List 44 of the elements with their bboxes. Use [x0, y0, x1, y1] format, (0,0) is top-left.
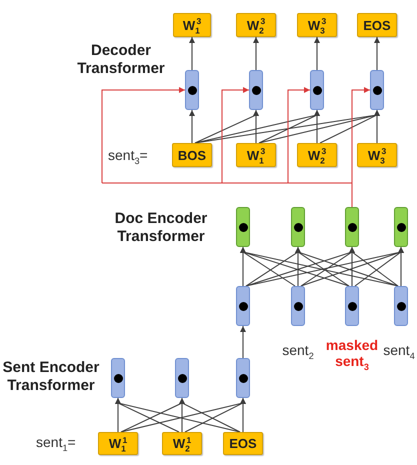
arrow — [374, 36, 380, 70]
arrow — [314, 110, 320, 144]
arrow — [398, 246, 404, 286]
arrow — [253, 110, 259, 144]
token-box: EOS — [357, 13, 397, 37]
embedding-vector — [249, 70, 263, 110]
embedding-vector — [394, 286, 408, 326]
embedding-vector — [111, 358, 125, 398]
sentence-label: sent$_{2}$ — [282, 342, 314, 359]
sentence-label: masked sent$_{3}$ — [324, 337, 380, 369]
arrow — [349, 246, 398, 286]
embedding-vector — [310, 70, 324, 110]
embedding-vector — [236, 207, 250, 247]
arrow — [240, 398, 246, 432]
embedding-vector — [236, 358, 250, 398]
arrow — [222, 87, 250, 184]
arrow — [189, 110, 195, 144]
arrow — [374, 110, 380, 144]
embedding-vector — [291, 207, 305, 247]
arrow — [314, 36, 320, 70]
embedding-vector — [291, 286, 305, 326]
embedding-vector — [394, 207, 408, 247]
connector-line — [102, 182, 352, 208]
arrow — [102, 87, 186, 184]
token-box: EOS — [223, 432, 263, 455]
embedding-vector — [175, 358, 189, 398]
layer-title: Decoder Transformer — [76, 42, 166, 78]
sequence-label: sent$_{3}$= — [108, 147, 148, 164]
token-box: BOS — [172, 143, 212, 167]
embedding-vector — [345, 286, 359, 326]
embedding-vector — [345, 207, 359, 247]
embedding-vector — [185, 70, 199, 110]
arrow — [240, 326, 246, 358]
sequence-label: sent$_{1}$= — [36, 434, 76, 451]
arrow — [253, 36, 259, 70]
arrow — [179, 398, 240, 432]
arrow — [189, 36, 195, 70]
embedding-vector — [370, 70, 384, 110]
embedding-vector — [236, 286, 250, 326]
layer-title: Sent Encoder Transformer — [2, 359, 100, 395]
sentence-label: sent$_{4}$ — [383, 342, 415, 359]
arrow — [352, 87, 370, 184]
layer-title: Doc Encoder Transformer — [114, 210, 208, 246]
arrow — [288, 87, 310, 184]
